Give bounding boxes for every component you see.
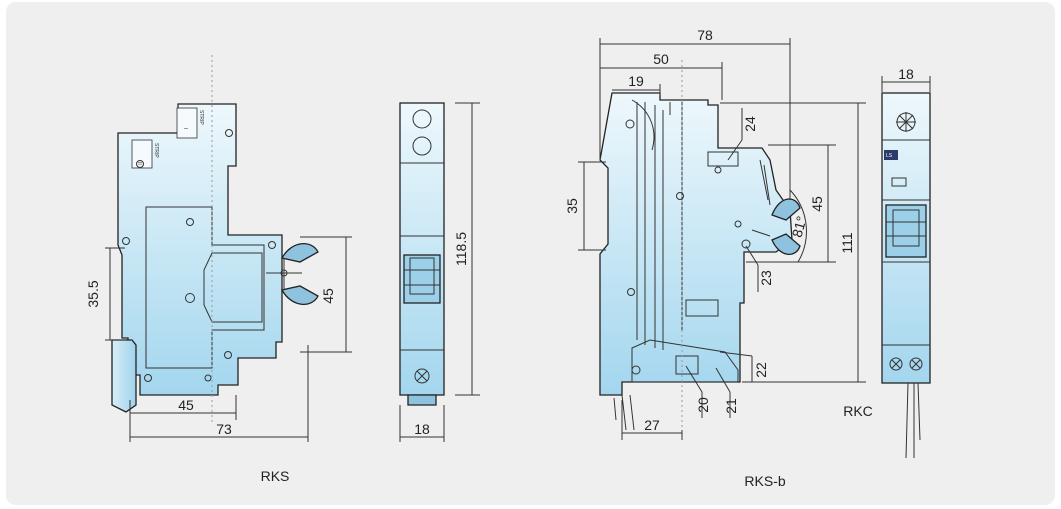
dim-rksb-111: 111 xyxy=(839,232,855,253)
callout-24: 24 xyxy=(742,116,758,132)
rkc-badge: LS xyxy=(886,153,893,159)
callout-23: 23 xyxy=(758,270,774,286)
dim-rks-73: 73 xyxy=(216,421,232,437)
dim-rksb-angle: 81° xyxy=(789,214,810,239)
dim-rksb-35: 35 xyxy=(564,198,580,214)
dim-rkc-18: 18 xyxy=(898,66,914,82)
label-rkc: RKC xyxy=(843,403,873,419)
strip-text-1: STRIP xyxy=(198,110,204,125)
dim-rksb-27: 27 xyxy=(644,417,660,433)
rks-side-view: STRIP STRIP I II 35.5 45 45 73 RKS xyxy=(85,55,352,484)
rksb-side-view: 78 50 19 35 111 45 81° 24 23 22 xyxy=(564,27,866,489)
dim-rksb-19: 19 xyxy=(628,73,644,89)
dim-rksb-78: 78 xyxy=(697,27,713,43)
dim-rks-18: 18 xyxy=(414,421,430,437)
label-rks: RKS xyxy=(261,468,290,484)
callout-22: 22 xyxy=(753,362,769,378)
label-rksb: RKS-b xyxy=(744,473,785,489)
strip-text-2: STRIP xyxy=(153,143,159,158)
strip-text-3: I xyxy=(182,128,188,129)
dim-rks-118-5: 118.5 xyxy=(453,232,469,266)
dim-rksb-50: 50 xyxy=(653,51,669,67)
callout-21: 21 xyxy=(723,398,739,414)
dim-rks-45: 45 xyxy=(178,397,194,413)
dim-rksb-45: 45 xyxy=(809,196,825,212)
strip-text-5: II xyxy=(136,162,142,165)
dim-rks-35-5: 35.5 xyxy=(85,280,101,307)
rks-front-view: 118.5 18 xyxy=(399,102,480,442)
dim-rks-handle-45: 45 xyxy=(320,288,336,304)
callout-20: 20 xyxy=(695,397,711,413)
rkc-front-view: LS 18 RKC xyxy=(843,66,931,459)
